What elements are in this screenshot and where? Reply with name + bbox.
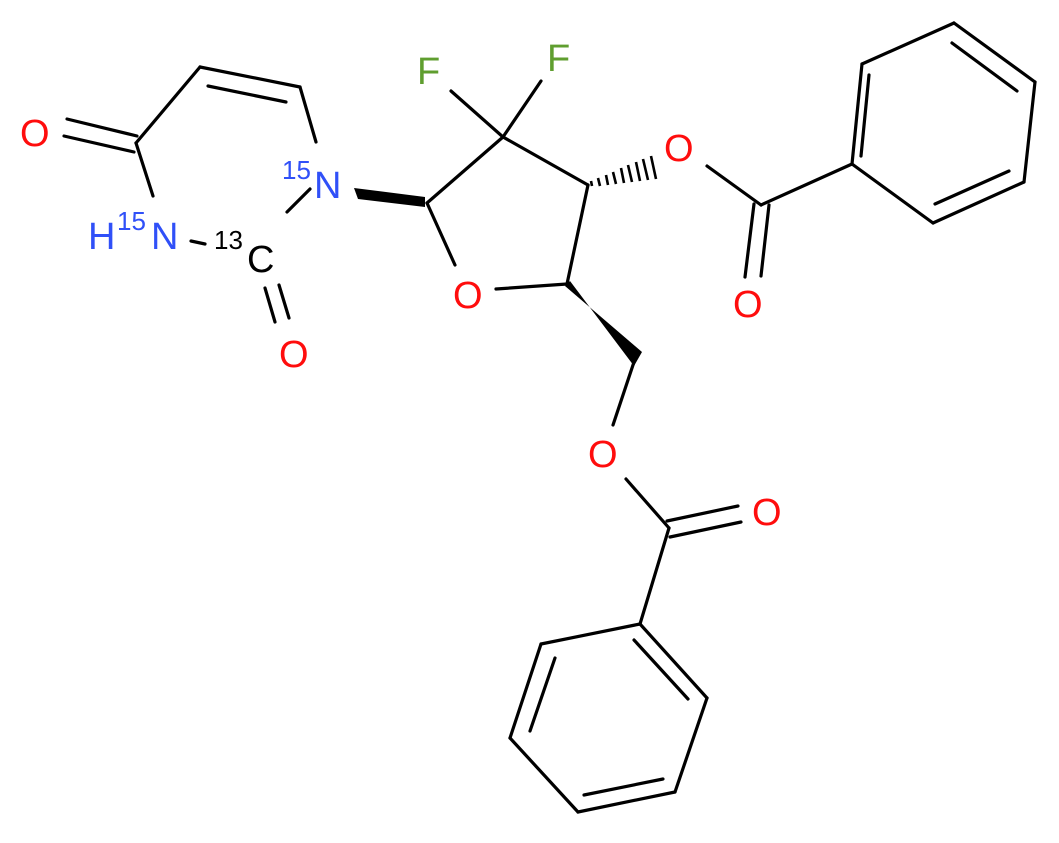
atom-label-n3: N (151, 216, 178, 258)
atom-label-o-3-carbonyl: O (733, 284, 763, 326)
atom-label-c2-element: C (247, 239, 274, 281)
atom-label-o-3-ester: O (664, 128, 694, 170)
uracil-ring-bonds (62, 65, 318, 324)
isotope-label-c2: 13 (214, 225, 243, 255)
atom-label-o-ring: O (453, 275, 483, 317)
atom-label-o-5-ester: O (588, 434, 618, 476)
atom-label-o-c2: O (279, 334, 309, 376)
atom-label-o-5-carbonyl: O (752, 492, 782, 534)
hash-bond-c3-o3 (589, 155, 658, 187)
isotope-label-n1: 15 (282, 155, 311, 185)
wedge-bond-c4-c5 (565, 281, 642, 366)
sugar-ring-bonds (425, 79, 636, 427)
atom-label-f-left: F (417, 51, 440, 93)
atom-label-o-c4: O (20, 113, 50, 155)
atom-label-n1: N (314, 165, 341, 207)
isotope-label-n3: 15 (117, 206, 146, 236)
atom-label-f-right: F (547, 38, 570, 80)
atom-label-n3-h: H (88, 216, 115, 258)
wedge-bond-n1-c1 (354, 188, 425, 207)
benzoyl-5-bonds (508, 477, 743, 814)
benzoyl-3-bonds (705, 21, 1037, 279)
